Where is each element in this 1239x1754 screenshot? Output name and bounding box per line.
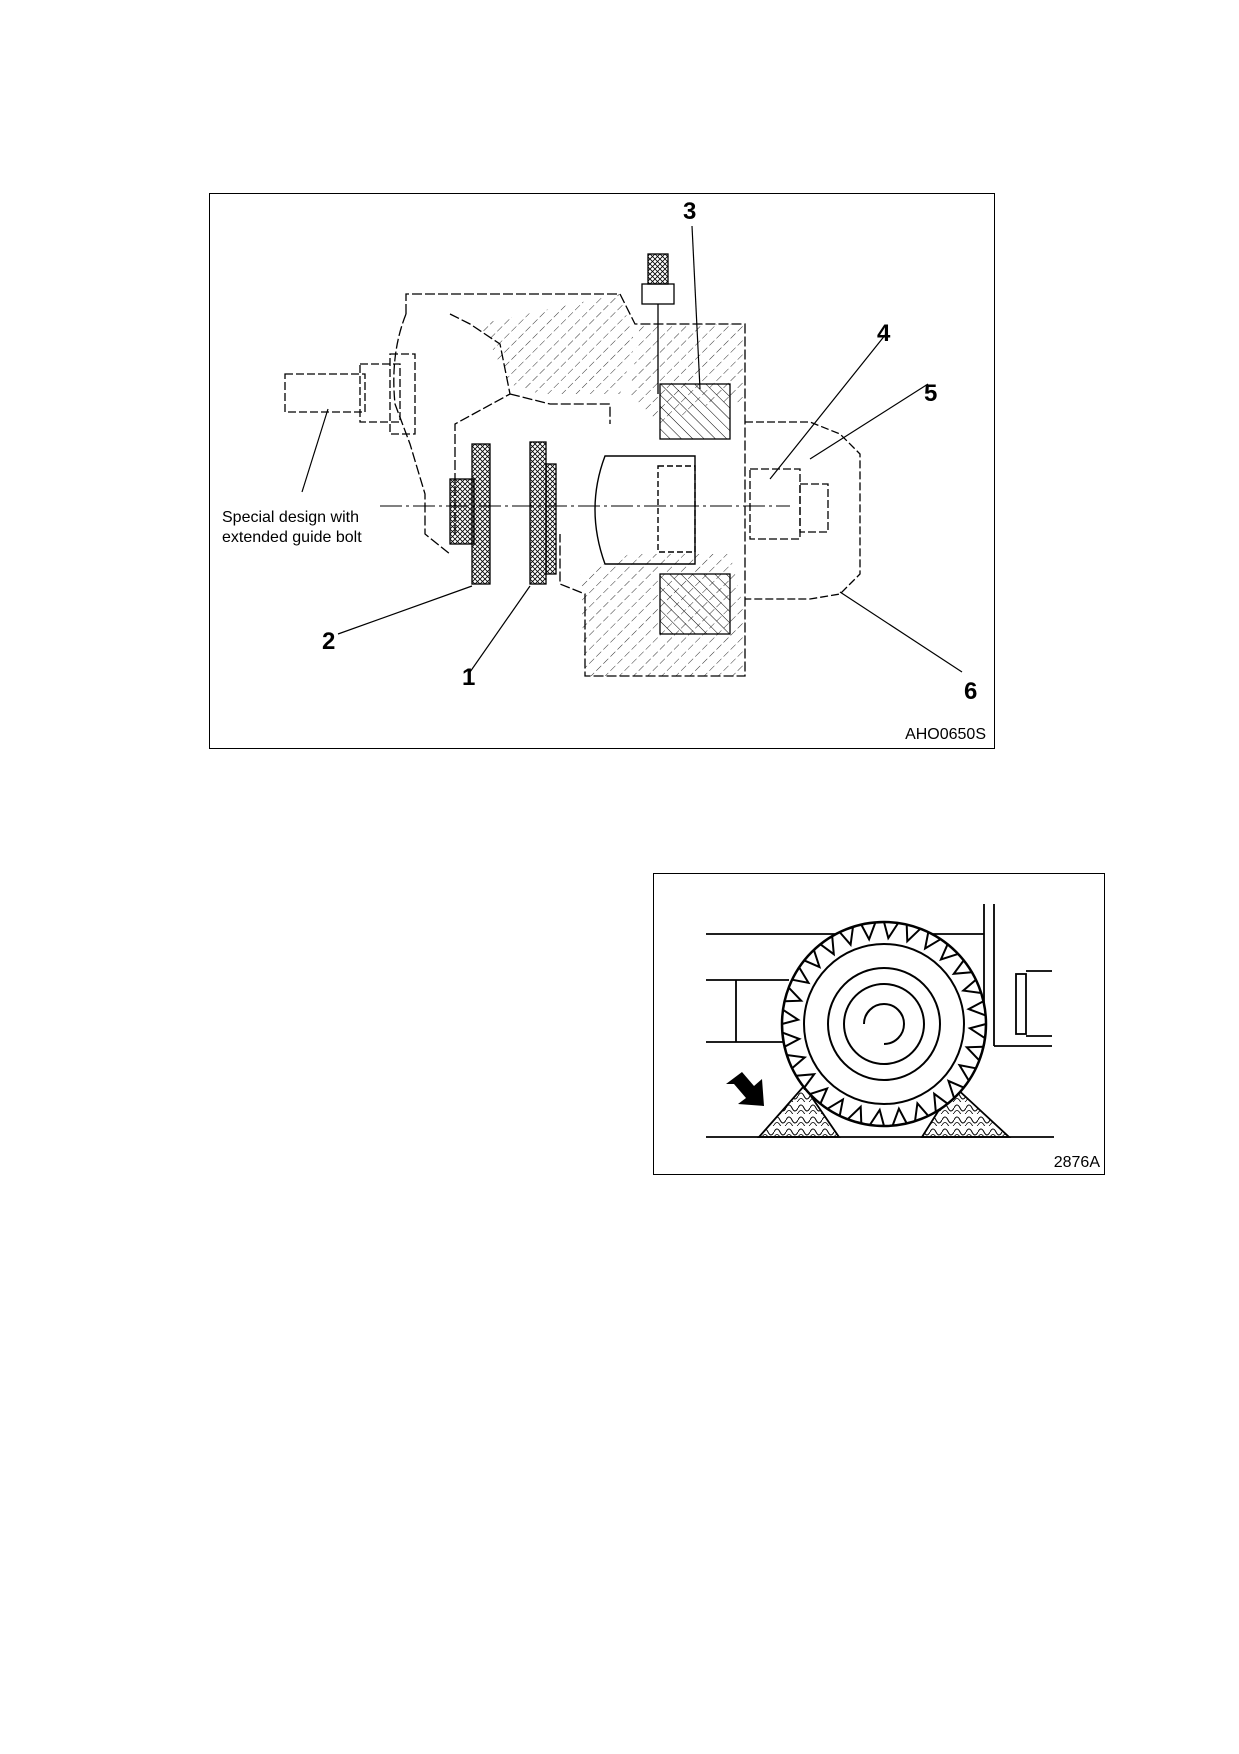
right-cover — [745, 421, 861, 600]
front-chock — [757, 1084, 841, 1138]
figure-cross-section: 3 4 5 2 1 6 Special design with extended… — [209, 193, 995, 749]
tread-lug — [846, 1104, 863, 1124]
tread-lug — [826, 1097, 845, 1117]
tread-lug — [791, 966, 811, 985]
tread-lug — [957, 1063, 977, 1082]
tread-lug — [796, 1073, 817, 1089]
bleed-valve — [641, 253, 675, 394]
callout-6: 6 — [964, 678, 978, 705]
tread-lug — [967, 1023, 987, 1040]
pad-2 — [471, 443, 491, 585]
caption-line-2: extended guide bolt — [222, 529, 362, 546]
tread-lug — [914, 1100, 930, 1122]
figure-wheel-chocks: 2876A — [653, 873, 1105, 1175]
callout-2: 2 — [322, 628, 336, 655]
tread-lug — [951, 959, 972, 975]
caption-line-1: Special design with — [222, 509, 359, 526]
callout-1: 1 — [462, 664, 476, 691]
tread-lug — [964, 1045, 984, 1062]
pad-1-backing — [545, 463, 557, 575]
tread-lug — [946, 1079, 965, 1099]
tread-lug — [838, 926, 854, 948]
tread-lug — [784, 986, 804, 1003]
tread-lug — [860, 922, 877, 942]
leader-lines — [301, 225, 963, 673]
tread-lug — [819, 936, 835, 957]
callout-5: 5 — [924, 380, 938, 407]
spring-plates — [659, 383, 731, 635]
tread-lug — [960, 978, 982, 994]
tread-lug — [923, 931, 942, 951]
tire — [780, 920, 988, 1128]
callout-3: 3 — [683, 198, 697, 225]
left-seal — [449, 478, 475, 545]
wheel-chock-drawing — [706, 904, 1054, 1138]
guide-bolt — [284, 353, 416, 435]
figure-code: AHO0650S — [905, 726, 986, 743]
tread-lug — [782, 1031, 802, 1048]
tread-lug — [905, 924, 922, 944]
tread-lug — [891, 1106, 908, 1126]
arrow-icon — [726, 1072, 764, 1106]
pad-1 — [529, 441, 547, 585]
tread-lug — [781, 1008, 801, 1025]
housing-fill — [480, 294, 635, 394]
tread-lug — [786, 1054, 808, 1070]
tread-lug — [883, 921, 900, 941]
tread-lug — [868, 1107, 885, 1127]
tread-lug — [939, 943, 959, 962]
tread-lug — [933, 1091, 949, 1112]
figure-code: 2876A — [1053, 1154, 1100, 1171]
tread-lug — [809, 1086, 829, 1105]
callout-4: 4 — [877, 320, 891, 347]
tread-lug — [803, 949, 822, 969]
piston — [594, 455, 696, 565]
tread-lug — [966, 1000, 986, 1017]
cross-section-drawing — [284, 225, 963, 677]
